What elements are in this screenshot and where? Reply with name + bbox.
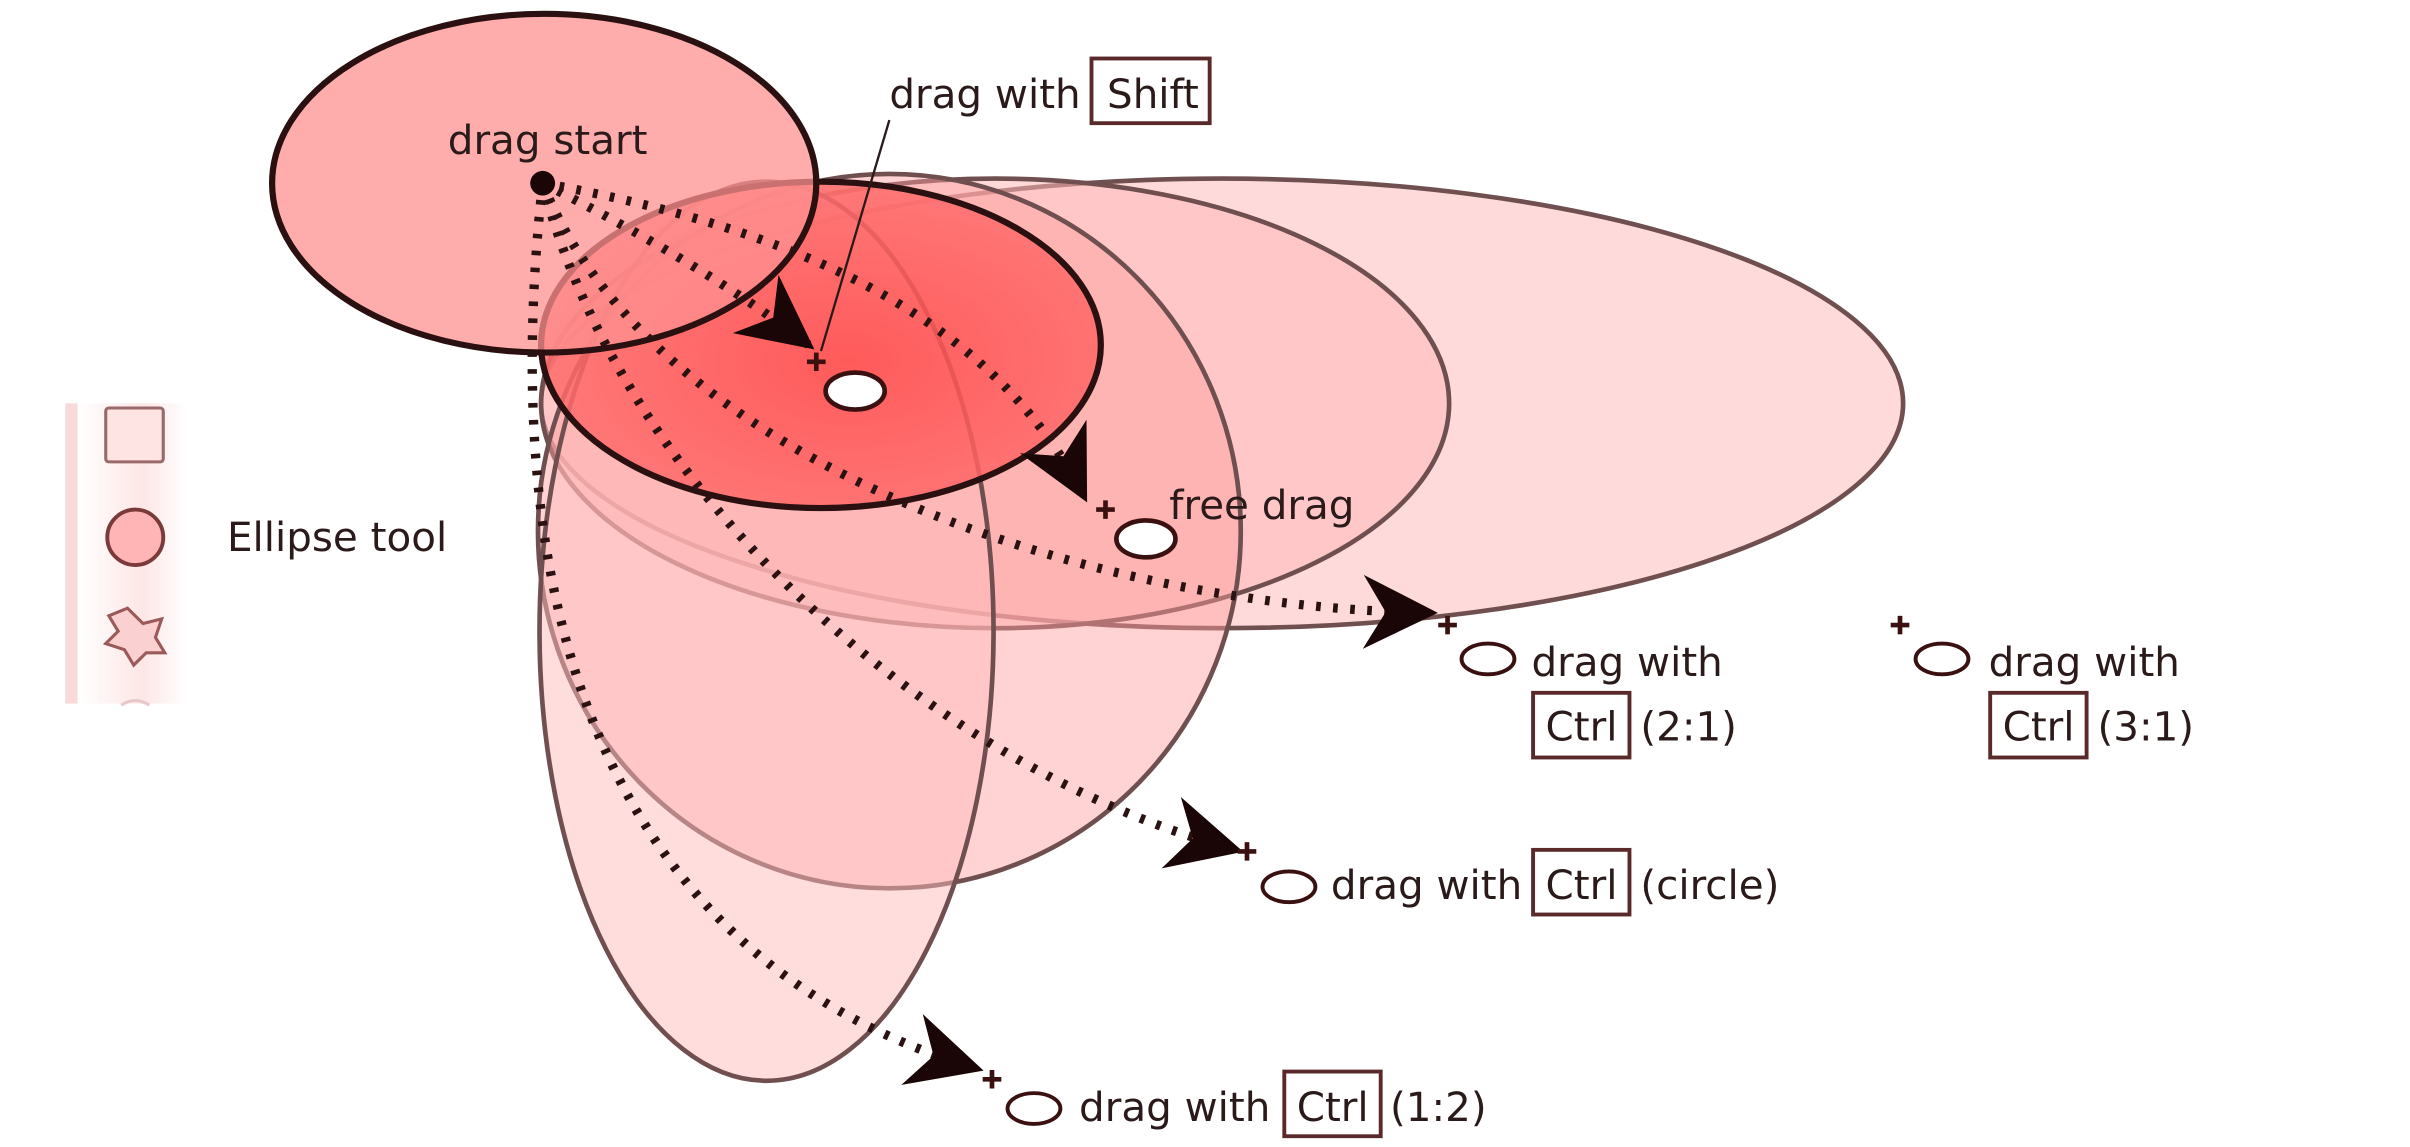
ratio-3-1-drag-with-label: drag with: [1989, 640, 2180, 686]
ctrl-key-box-1-2: [1282, 1069, 1383, 1139]
ratio-1-2-label: (1:2): [1390, 1085, 1487, 1131]
ellipse-cursor-icon: [1114, 518, 1178, 560]
cursor-shift: [806, 352, 888, 412]
ellipse-cursor-icon: [1260, 869, 1318, 905]
ctrl-key-label-3-1: Ctrl: [2003, 705, 2075, 751]
next-tool-icon: [120, 698, 151, 707]
cursor-3-1: [1890, 615, 1971, 677]
ratio-3-1-label: (3:1): [2097, 705, 2194, 751]
ellipse-cursor-icon: [823, 370, 888, 412]
free-drag-label: free drag: [1169, 483, 1354, 529]
circle-drag-with-label: drag with: [1331, 863, 1522, 909]
drag-paths: [527, 178, 1438, 1085]
ctrl-key-box-2-1: [1531, 690, 1632, 760]
ratio-2-1-label: (2:1): [1640, 705, 1737, 751]
ctrl-key-label-1-2: Ctrl: [1297, 1085, 1369, 1131]
drag-path-free: [541, 178, 1088, 503]
shift-drag-with-label: drag with: [889, 72, 1080, 118]
ellipse-cursor-icon: [1005, 1091, 1063, 1126]
ratio-circle-label: (circle): [1640, 863, 1779, 909]
ctrl-key-box-3-1: [1988, 690, 2089, 760]
drag-path-shift: [540, 179, 815, 350]
ellipse-cursor-icon: [1459, 641, 1517, 677]
star-polygon-icon[interactable]: [102, 606, 168, 668]
ratio-2-1-drag-with-label: drag with: [1532, 640, 1723, 686]
ellipse-cursor-icon: [1913, 641, 1971, 677]
ctrl-key-label-2-1: Ctrl: [1546, 705, 1618, 751]
drag-path-1-2: [527, 182, 984, 1085]
drag-start-label: drag start: [448, 118, 648, 164]
ratio-1-2-drag-with-label: drag with: [1079, 1085, 1270, 1131]
cursor-1-2: [982, 1070, 1063, 1126]
ctrl-key-box-circle: [1531, 847, 1632, 917]
shift-key-box: [1089, 56, 1212, 126]
ellipse-icon[interactable]: [105, 507, 166, 567]
toolbox-edge: [65, 403, 78, 704]
rectangle-icon[interactable]: [104, 406, 165, 464]
shift-leader-line: [819, 119, 891, 352]
cursor-2-1: [1438, 615, 1517, 677]
cursor-free: [1096, 500, 1178, 560]
toolbox: [65, 403, 187, 707]
drag-start-point: [530, 170, 556, 196]
shift-key-label: Shift: [1107, 72, 1199, 118]
ctrl-key-label-circle: Ctrl: [1546, 863, 1618, 909]
cursor-circle: [1237, 842, 1318, 905]
tool-name-label: Ellipse tool: [227, 515, 447, 561]
